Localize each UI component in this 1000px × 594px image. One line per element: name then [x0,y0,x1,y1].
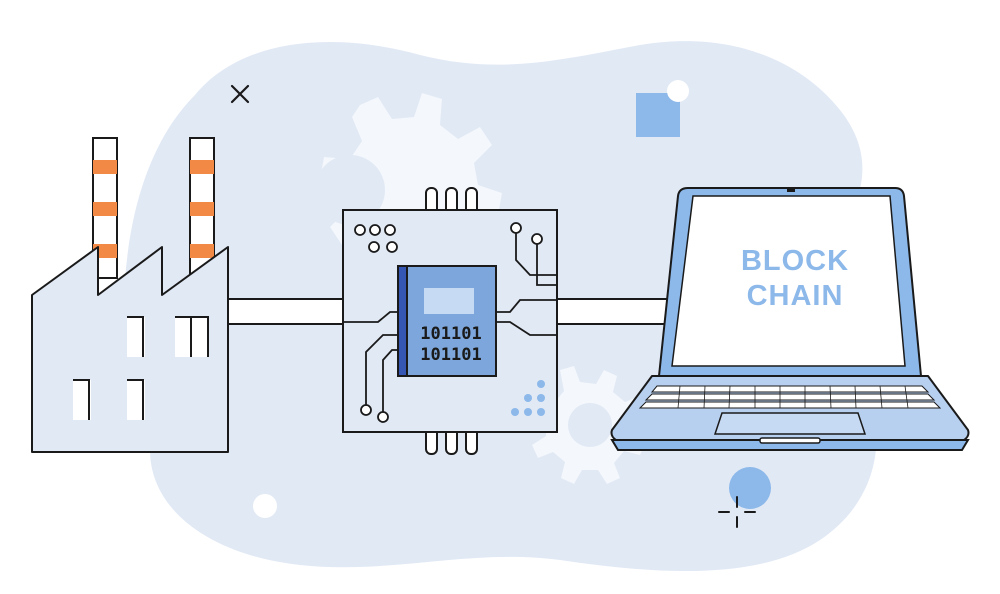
connection-pipe-left [227,298,345,325]
factory-chimney [92,137,118,279]
blue-dot-decoration [729,467,771,509]
microchip-icon: 101101 101101 [342,187,558,455]
gear-icon [532,366,646,484]
chip-binary-line1: 101101 [420,324,481,344]
close-icon [230,84,250,104]
screen-text-chain: CHAIN [747,280,844,312]
processor-chip: 101101 101101 [397,265,497,377]
chip-binary-line2: 101101 [420,345,481,365]
factory-windows [73,317,208,420]
laptop-screen [671,195,906,367]
laptop-icon: BLOCK CHAIN [610,187,970,451]
white-dot-decoration [253,494,277,518]
connection-pipe-right [555,298,669,325]
factory-chimney [189,137,215,279]
laptop-keyboard [638,385,942,409]
factory-icon [31,137,229,453]
laptop-trackpad [713,412,867,435]
white-dot-decoration [667,80,689,102]
sparkle-icon [718,496,756,528]
screen-text-block: BLOCK [741,245,849,277]
